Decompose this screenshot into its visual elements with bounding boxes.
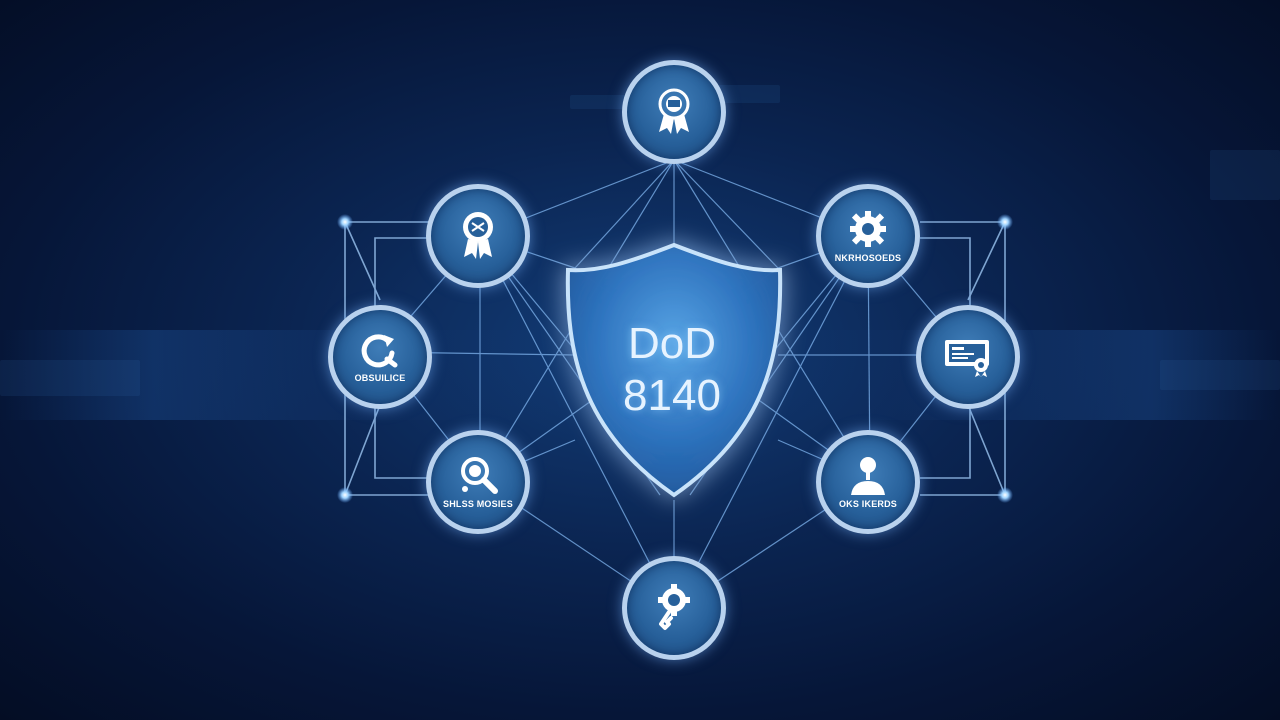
refresh-arrow-icon: [361, 334, 398, 368]
shield-label-line1: DoD: [627, 319, 717, 368]
node-top[interactable]: [622, 60, 726, 164]
glow-dots: [337, 214, 1013, 503]
magnifier-icon: [461, 457, 498, 494]
node-mid-right[interactable]: [916, 305, 1020, 409]
award-ribbon-icon: [463, 212, 493, 259]
certificate-icon: [945, 340, 989, 377]
node-mid-left-label: OBSUILICE: [354, 373, 406, 383]
node-lower-left-label: SHLSS MOSIES: [443, 499, 513, 509]
person-icon: [851, 457, 885, 495]
node-mid-left[interactable]: OBSUILICE: [328, 305, 432, 409]
award-badge-icon: [658, 88, 690, 134]
gear-key-icon: [658, 584, 690, 630]
node-upper-left[interactable]: [426, 184, 530, 288]
gear-icon: [850, 211, 886, 247]
shield-label-line2: 8140: [623, 371, 721, 420]
connection-lines: [379, 159, 969, 611]
background-panel: [1210, 150, 1280, 200]
node-bottom[interactable]: [622, 556, 726, 660]
node-lower-right[interactable]: OKS IKERDS: [816, 430, 920, 534]
node-upper-right[interactable]: NKRHOSOEDS: [816, 184, 920, 288]
node-lower-right-label: OKS IKERDS: [838, 499, 897, 509]
background-panel: [1160, 360, 1280, 390]
shield-label: DoD 8140: [566, 318, 778, 422]
node-lower-left[interactable]: SHLSS MOSIES: [426, 430, 530, 534]
background-panel: [0, 360, 140, 396]
shield-icon: [565, 242, 783, 498]
node-upper-right-label: NKRHOSOEDS: [834, 253, 902, 263]
